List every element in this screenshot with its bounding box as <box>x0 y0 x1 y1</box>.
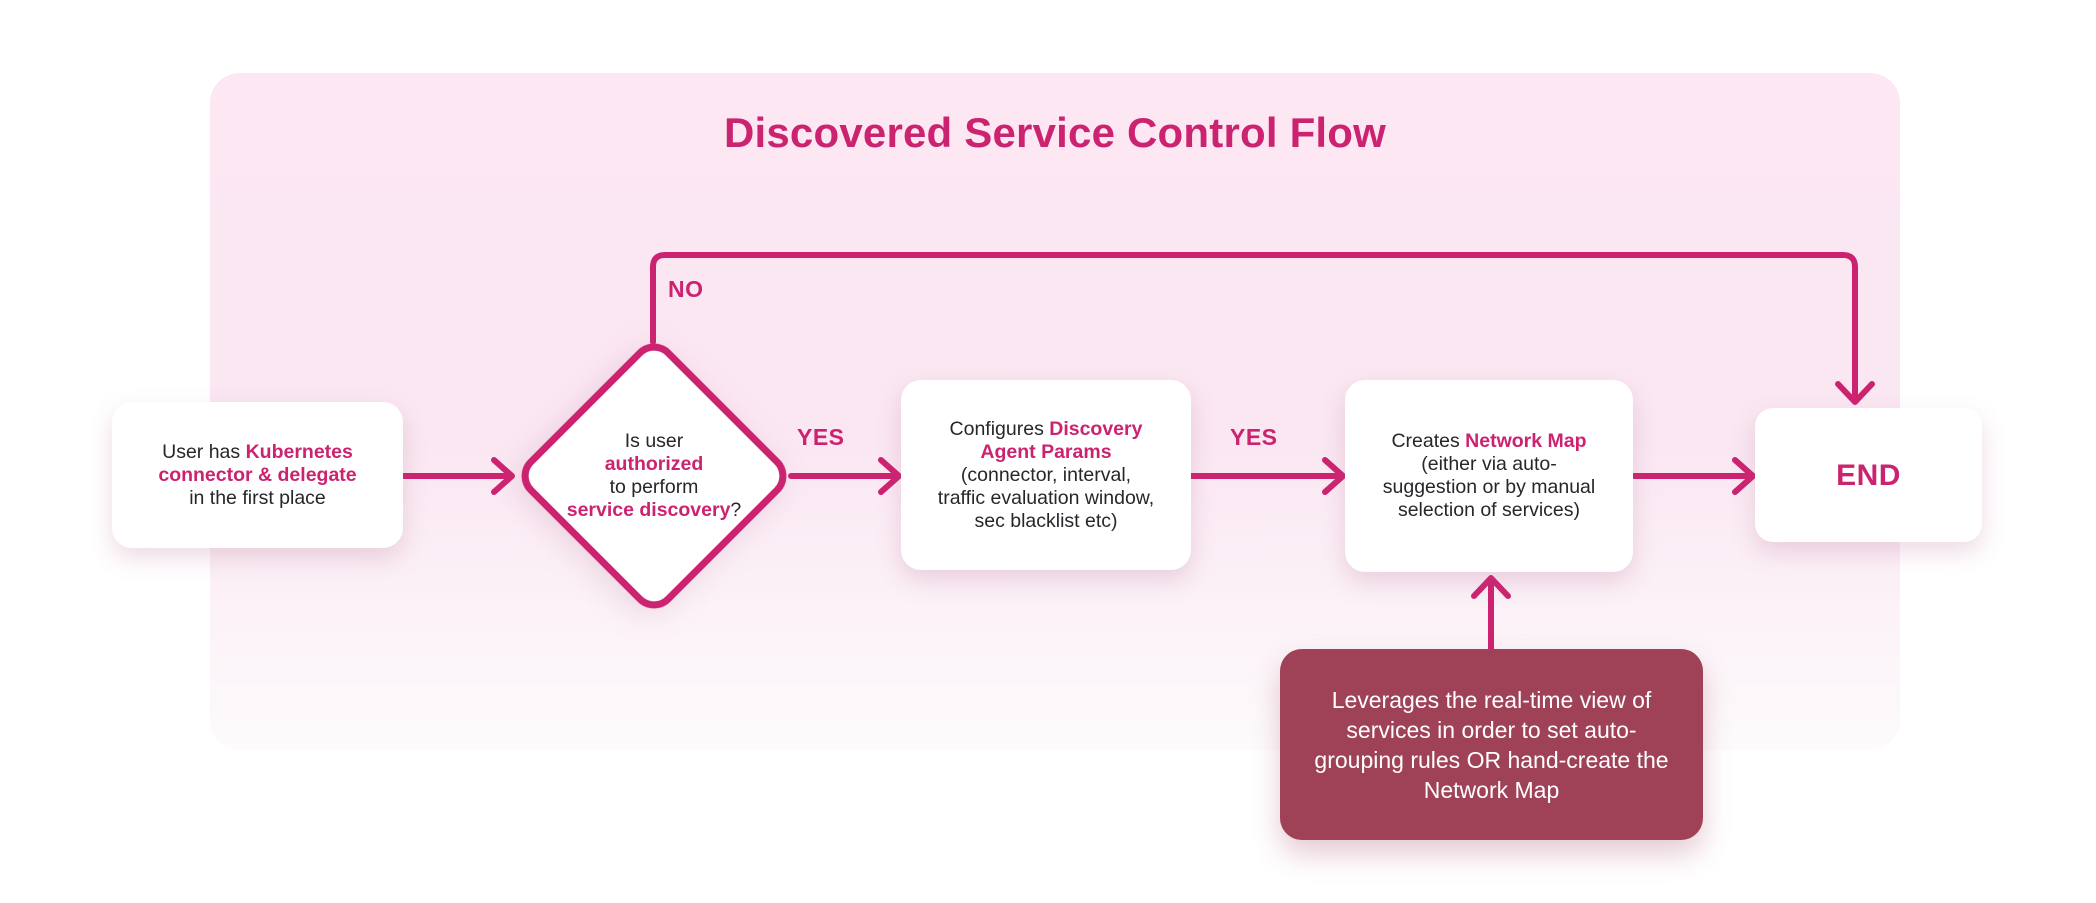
text-segment: in the first place <box>189 486 326 509</box>
text-segment: Agent Params <box>980 440 1112 463</box>
text-segment: ? <box>730 499 742 521</box>
text-segment: (either via auto- <box>1421 453 1557 475</box>
note-node: Leverages the real-time view of services… <box>1280 649 1703 840</box>
node-text-line: Creates Network Map <box>1391 430 1586 453</box>
node-text-line: in the first place <box>189 487 326 510</box>
create-network-map-node: Creates Network Map (either via auto- su… <box>1345 380 1633 572</box>
text-segment: Is user <box>624 430 684 452</box>
edge-label-no: NO <box>668 276 704 302</box>
node-text-line: sec blacklist etc) <box>974 510 1117 533</box>
text-segment: service discovery <box>566 499 731 521</box>
node-text-line: Is user <box>625 430 684 453</box>
node-text-line: to perform <box>610 476 699 499</box>
edge-label-yes-1: YES <box>797 424 845 450</box>
text-segment: connector & delegate <box>158 463 357 486</box>
text-segment: (connector, interval, <box>960 463 1132 486</box>
text-segment: selection of services) <box>1397 499 1581 521</box>
text-segment: Network Map <box>1465 430 1587 452</box>
text-segment: to perform <box>609 476 699 498</box>
end-node-label: END <box>1836 458 1901 492</box>
node-text-line: suggestion or by manual <box>1383 476 1595 499</box>
node-text-line: Agent Params <box>980 441 1111 464</box>
text-segment: User has <box>162 440 246 463</box>
text-segment: Kubernetes <box>245 440 353 463</box>
node-text-line: connector & delegate <box>158 464 356 487</box>
text-segment: Configures <box>949 417 1050 440</box>
node-text-line: User has Kubernetes <box>162 441 353 464</box>
node-text-line: (either via auto- <box>1421 453 1556 476</box>
diagram-title: Discovered Service Control Flow <box>723 109 1387 156</box>
decision-node-text: Is user authorized to perform service di… <box>534 406 774 546</box>
node-text-line: Configures Discovery <box>950 418 1143 441</box>
text-segment: suggestion or by manual <box>1382 476 1596 498</box>
text-segment: sec blacklist etc) <box>974 509 1118 532</box>
note-text: Leverages the real-time view of services… <box>1314 686 1669 803</box>
node-text-line: (connector, interval, <box>961 464 1131 487</box>
node-text-line: service discovery? <box>567 499 742 522</box>
config-params-node: Configures Discovery Agent Params (conne… <box>901 380 1191 570</box>
edge-label-yes-2: YES <box>1230 424 1278 450</box>
end-node: END <box>1755 408 1982 542</box>
node-text-line: authorized <box>605 453 704 476</box>
start-node: User has Kubernetes connector & delegate… <box>112 402 403 548</box>
text-segment: authorized <box>604 453 704 475</box>
node-text-line: selection of services) <box>1398 499 1580 522</box>
text-segment: traffic evaluation window, <box>937 486 1155 509</box>
text-segment: Discovery <box>1049 417 1143 440</box>
text-segment: Creates <box>1391 430 1466 452</box>
node-text-line: traffic evaluation window, <box>938 487 1154 510</box>
